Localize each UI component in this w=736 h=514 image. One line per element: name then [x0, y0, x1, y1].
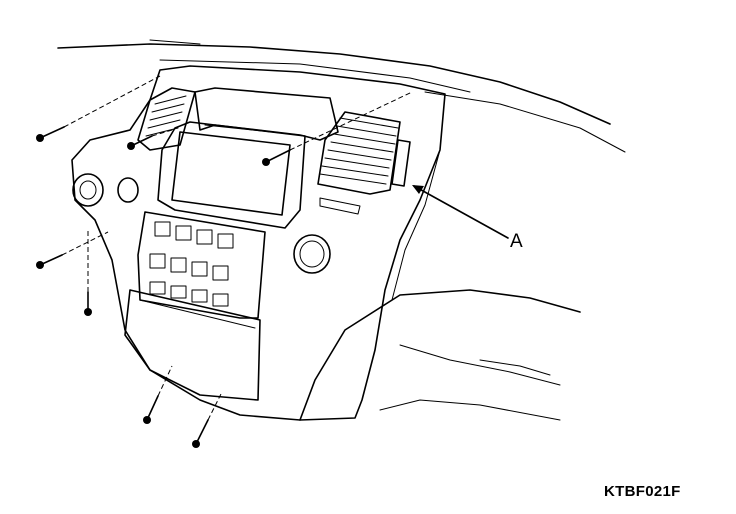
left-air-vent	[137, 87, 196, 151]
screw	[143, 395, 159, 424]
climate-control-panel	[137, 211, 266, 319]
hazard-knob	[117, 177, 139, 203]
ignition-switch	[72, 173, 104, 207]
lower-storage-tray	[124, 289, 261, 401]
speaker-grille	[293, 234, 331, 274]
installation-guide-lines	[61, 75, 413, 421]
screw	[127, 135, 153, 150]
right-air-vent	[317, 111, 411, 215]
callout-label-a: A	[510, 231, 523, 252]
screw	[192, 419, 209, 448]
passenger-dashboard-lower	[299, 289, 581, 421]
screws	[36, 126, 291, 448]
dashboard-top-outline	[57, 39, 626, 153]
display-unit	[157, 87, 339, 229]
screw	[262, 149, 291, 166]
screw	[36, 126, 65, 142]
screw	[84, 291, 92, 316]
callout-leader-a	[412, 185, 509, 239]
screw	[36, 254, 63, 269]
figure-code: KTBF021F	[604, 483, 681, 500]
